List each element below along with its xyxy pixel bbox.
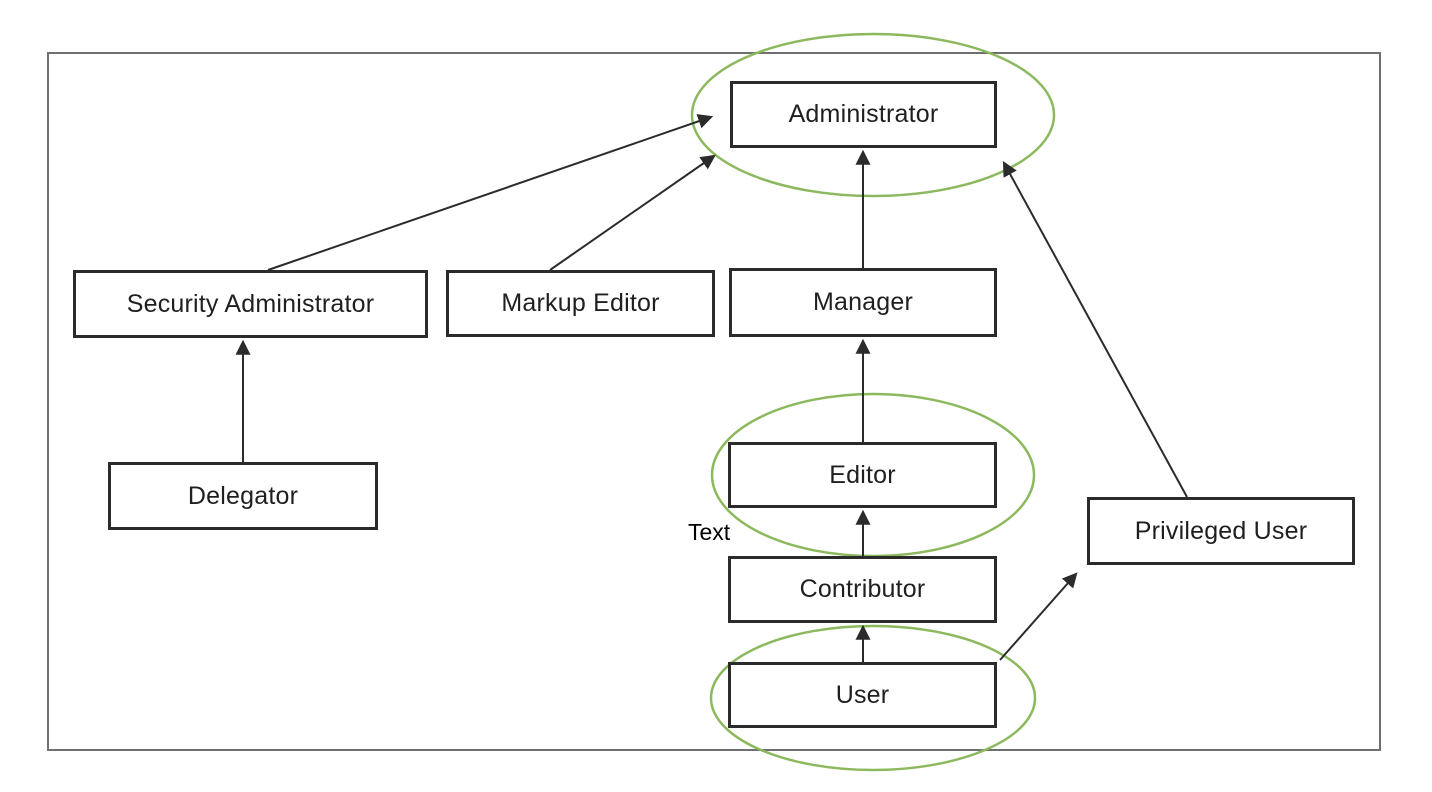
- node-label-editor: Editor: [829, 460, 896, 489]
- node-editor: Editor: [728, 442, 997, 508]
- node-markup-editor: Markup Editor: [446, 270, 715, 337]
- node-label-manager: Manager: [812, 288, 914, 316]
- node-label-delegator: Delegator: [187, 481, 299, 510]
- node-label-contributor: Contributor: [799, 575, 926, 603]
- node-manager: Manager: [729, 268, 997, 337]
- node-privileged-user: Privileged User: [1087, 497, 1355, 565]
- node-label-privileged-user: Privileged User: [1134, 516, 1308, 545]
- node-delegator: Delegator: [108, 462, 378, 530]
- node-security-administrator: Security Administrator: [73, 270, 428, 338]
- node-label-user: User: [835, 680, 890, 709]
- annotation-text-label: Text: [688, 519, 731, 545]
- node-label-markup-editor: Markup Editor: [501, 289, 660, 317]
- node-label-administrator: Administrator: [788, 100, 939, 128]
- node-user: User: [728, 662, 997, 728]
- diagram-frame: [47, 52, 1381, 751]
- node-label-security-administrator: Security Administrator: [126, 289, 375, 318]
- node-contributor: Contributor: [728, 556, 997, 623]
- node-administrator: Administrator: [730, 81, 997, 148]
